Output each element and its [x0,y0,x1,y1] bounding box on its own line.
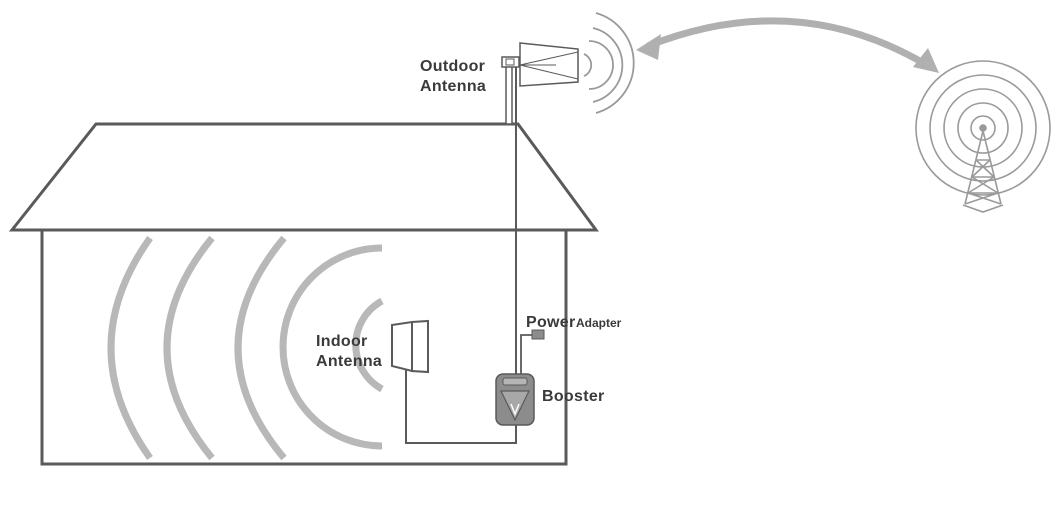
indoor-panel-antenna-icon [391,319,429,374]
indoor-wave-4 [163,235,215,461]
indoor-wave-3 [234,235,287,461]
outdoor-antenna-label-line2: Antenna [420,78,486,95]
signal-booster-icon [495,373,535,426]
cell-tower-icon [915,60,1051,213]
indoor-antenna-label-line2: Antenna [316,353,382,370]
indoor-cable [405,369,517,444]
house [8,122,599,466]
power-adapter-label-sub: Adapter [576,316,622,330]
house-wall [40,228,568,466]
signal-link-arrow [636,17,939,73]
indoor-signal-waves [107,235,384,461]
indoor-wave-1 [352,297,384,393]
outdoor-signal-waves [583,12,635,114]
indoor-antenna-label-line1: Indoor [316,333,368,350]
indoor-wave-2 [279,244,383,450]
booster-label: Booster [542,388,605,405]
power-adapter-label-main: Power [526,314,576,331]
indoor-wave-5 [107,235,153,461]
outdoor-antenna-label-line1: Outdoor [420,58,485,75]
power-plug-icon [520,329,545,374]
house-roof [8,122,599,232]
panel-antenna-icon [501,42,579,125]
